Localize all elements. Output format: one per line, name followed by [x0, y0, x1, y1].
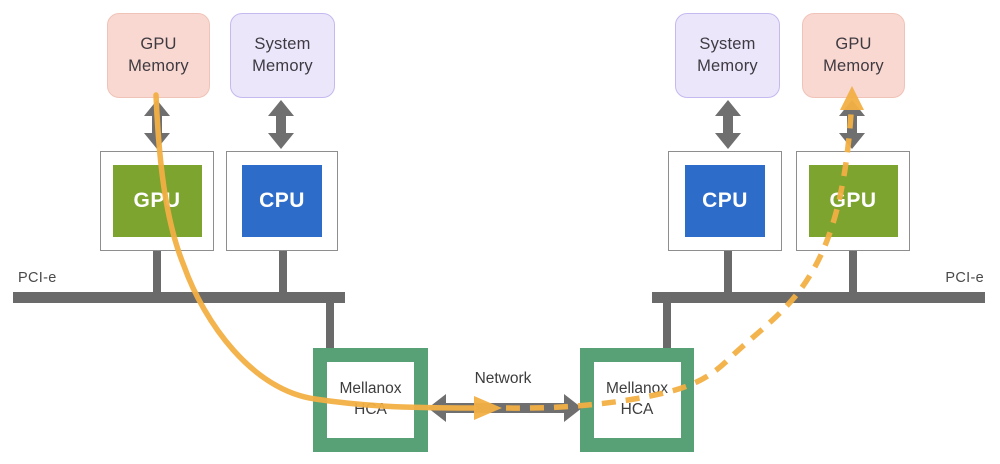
- right-gpu-label: GPU: [829, 189, 877, 212]
- right-hca-bus-connector: [663, 303, 671, 348]
- left-system-memory-box: System Memory: [230, 13, 335, 98]
- left-pcie-bus: [13, 292, 345, 303]
- right-gpu-memory-label-line1: GPU: [835, 34, 872, 53]
- right-cpu-card: CPU: [668, 151, 782, 251]
- network-bidir-arrow-icon: [428, 394, 582, 422]
- left-pcie-label: PCI-e: [18, 270, 57, 286]
- right-hca-label-line1: Mellanox: [605, 380, 669, 398]
- right-cpu-bus-connector: [724, 251, 732, 292]
- right-pcie-bus: [652, 292, 985, 303]
- right-system-memory-label-line1: System: [699, 34, 756, 53]
- right-gpu-card: GPU: [796, 151, 910, 251]
- right-gpu-bus-connector: [849, 251, 857, 292]
- right-gpu-memory-box: GPU Memory: [802, 13, 905, 98]
- left-cpu-bus-connector: [279, 251, 287, 292]
- left-cpu-chip: CPU: [242, 165, 322, 237]
- left-cpu-label: CPU: [259, 189, 305, 212]
- right-gpu-memory-bidir-arrow-icon: [839, 100, 865, 149]
- right-hca-label-line2: HCA: [620, 401, 654, 418]
- left-system-memory-label-line1: System: [254, 34, 311, 53]
- right-pcie-label: PCI-e: [945, 270, 984, 286]
- left-hca-bus-connector: [326, 303, 334, 348]
- right-mellanox-hca-box: Mellanox HCA: [580, 348, 694, 452]
- left-mellanox-hca-box: Mellanox HCA: [313, 348, 428, 452]
- left-gpu-memory-label-line2: Memory: [128, 56, 189, 75]
- left-gpu-memory-bidir-arrow-icon: [144, 100, 170, 149]
- left-mellanox-hca-inner: Mellanox HCA: [327, 362, 414, 438]
- right-cpu-label: CPU: [702, 189, 748, 212]
- right-system-memory-label-line2: Memory: [697, 56, 758, 75]
- left-hca-label-line1: Mellanox: [339, 380, 402, 398]
- left-gpu-chip: GPU: [112, 165, 202, 237]
- left-gpu-card: GPU: [100, 151, 214, 251]
- left-gpu-bus-connector: [153, 251, 161, 292]
- right-system-memory-box: System Memory: [675, 13, 780, 98]
- right-mellanox-hca-inner: Mellanox HCA: [593, 362, 681, 438]
- network-label: Network: [474, 370, 532, 387]
- left-hca-label-line2: HCA: [354, 401, 387, 418]
- right-gpu-chip: GPU: [808, 165, 898, 237]
- rdma-path-solid-arrowhead-icon: [474, 396, 502, 420]
- left-gpu-memory-label-line1: GPU: [140, 34, 177, 53]
- right-cpu-chip: CPU: [685, 165, 765, 237]
- left-gpu-label: GPU: [133, 189, 181, 212]
- left-gpu-memory-box: GPU Memory: [107, 13, 210, 98]
- right-gpu-memory-label-line2: Memory: [823, 56, 884, 75]
- right-system-memory-bidir-arrow-icon: [715, 100, 741, 149]
- left-cpu-card: CPU: [226, 151, 338, 251]
- left-system-memory-label-line2: Memory: [252, 56, 313, 75]
- left-system-memory-bidir-arrow-icon: [268, 100, 294, 149]
